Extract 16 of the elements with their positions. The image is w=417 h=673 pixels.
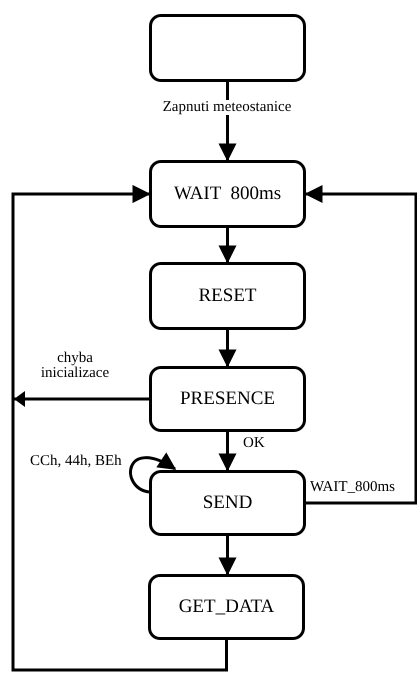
process-box xyxy=(148,574,305,640)
state-label: RESET xyxy=(198,285,257,307)
state-label: WAIT 800ms xyxy=(174,183,282,205)
state-label: PRESENCE xyxy=(180,388,276,410)
process-box xyxy=(149,366,306,432)
state-label: SEND xyxy=(202,492,252,514)
state-label: GET_DATA xyxy=(178,596,274,618)
process-box xyxy=(149,262,306,330)
edge-label: Zapnuti meteostanice xyxy=(162,100,292,115)
process-box xyxy=(149,470,306,536)
process-box xyxy=(149,14,306,82)
process-box xyxy=(149,160,306,228)
edge-label: CCh, 44h, BEh xyxy=(30,454,122,469)
edge-label: WAIT_800ms xyxy=(310,480,395,495)
edge-label: chyba inicializace xyxy=(40,351,110,381)
edge-label: OK xyxy=(243,436,265,451)
